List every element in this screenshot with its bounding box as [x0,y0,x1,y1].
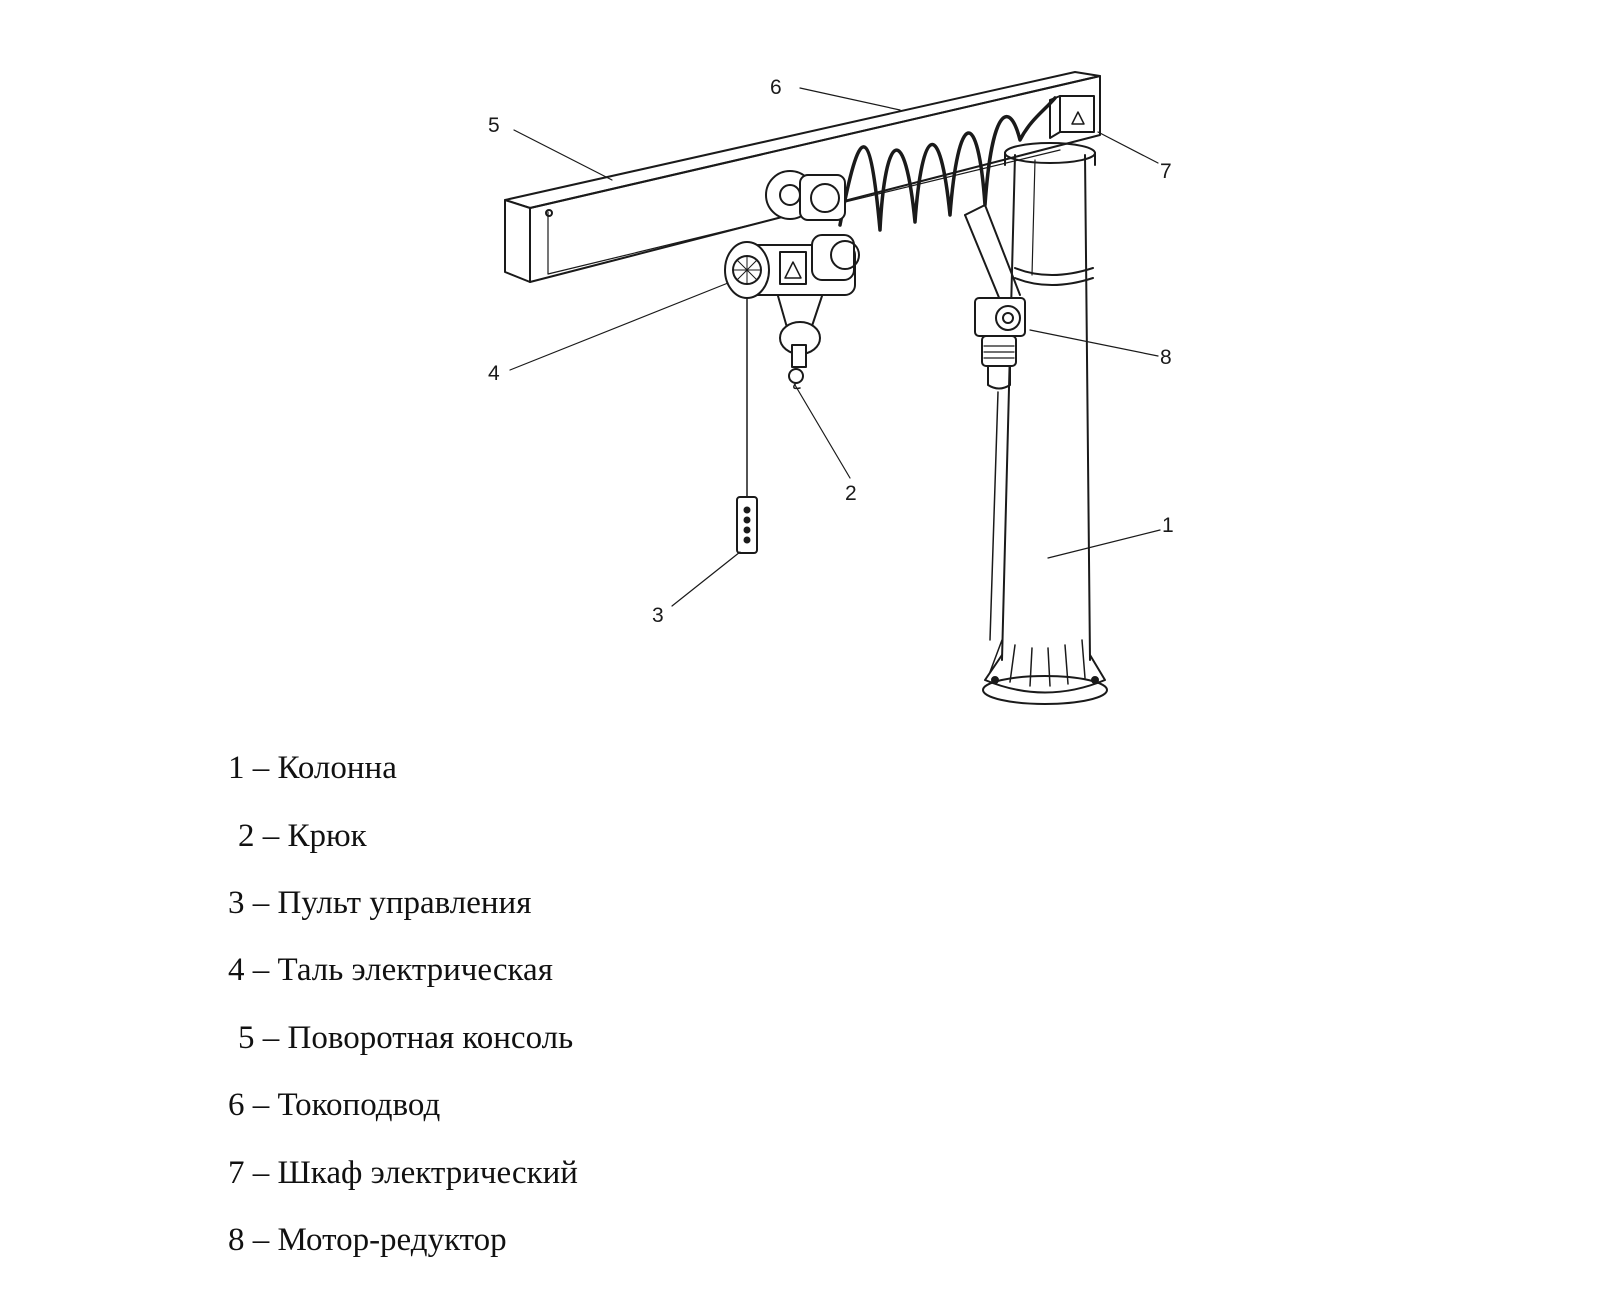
leader-lines [509,87,1161,607]
legend-item-1: 1 – Колонна [228,752,397,785]
legend-separator: – [244,1087,278,1123]
legend-number: 7 [228,1155,245,1191]
legend-item-7: 7 – Шкаф электрический [228,1157,578,1190]
jib-crane-diagram: 1 2 3 4 5 6 7 8 [488,71,1174,705]
legend-separator: – [254,818,288,854]
legend-text: Крюк [287,818,367,854]
legend-text: Пульт управления [277,885,532,921]
callout-7: 7 [1160,160,1172,183]
swing-boom [504,71,1101,283]
legend-item-4: 4 – Таль электрическая [228,954,553,987]
legend-number: 8 [228,1222,245,1258]
electrical-cabinet [1049,95,1095,139]
legend-separator: – [244,1155,278,1191]
legend-item-6: 6 – Токоподвод [228,1089,440,1122]
control-pendant [736,297,758,554]
legend-separator: – [254,1020,288,1056]
legend-item-2: 2 – Крюк [238,820,367,853]
electric-hoist [724,170,860,339]
callout-8: 8 [1160,346,1172,369]
legend-item-5: 5 – Поворотная консоль [238,1022,573,1055]
legend-number: 2 [238,818,255,854]
legend-number: 4 [228,952,245,988]
callout-2: 2 [845,482,857,505]
legend-text: Токоподвод [277,1087,441,1123]
legend-separator: – [244,1222,278,1258]
legend-text: Колонна [277,750,397,786]
column [982,142,1108,705]
callout-6: 6 [770,76,782,99]
callout-labels: 1 2 3 4 5 6 7 8 [488,76,1174,627]
legend-text: Таль электрическая [277,952,553,988]
legend-number: 3 [228,885,245,921]
legend-item-8: 8 – Мотор-редуктор [228,1224,507,1257]
legend-text: Поворотная консоль [287,1020,574,1056]
callout-3: 3 [652,604,664,627]
legend-separator: – [244,952,278,988]
callout-4: 4 [488,362,500,385]
callout-5: 5 [488,114,500,137]
hook-block [779,321,821,390]
motor-reducer [974,297,1026,641]
legend-separator: – [244,750,278,786]
legend-number: 1 [228,750,245,786]
legend-item-3: 3 – Пульт управления [228,887,531,920]
legend-separator: – [244,885,278,921]
legend-number: 6 [228,1087,245,1123]
callout-1: 1 [1162,514,1174,537]
legend-text: Мотор-редуктор [277,1222,507,1258]
diagonal-brace [964,204,1021,301]
legend-text: Шкаф электрический [277,1155,578,1191]
festoon-cable [838,96,1057,232]
legend-number: 5 [238,1020,255,1056]
